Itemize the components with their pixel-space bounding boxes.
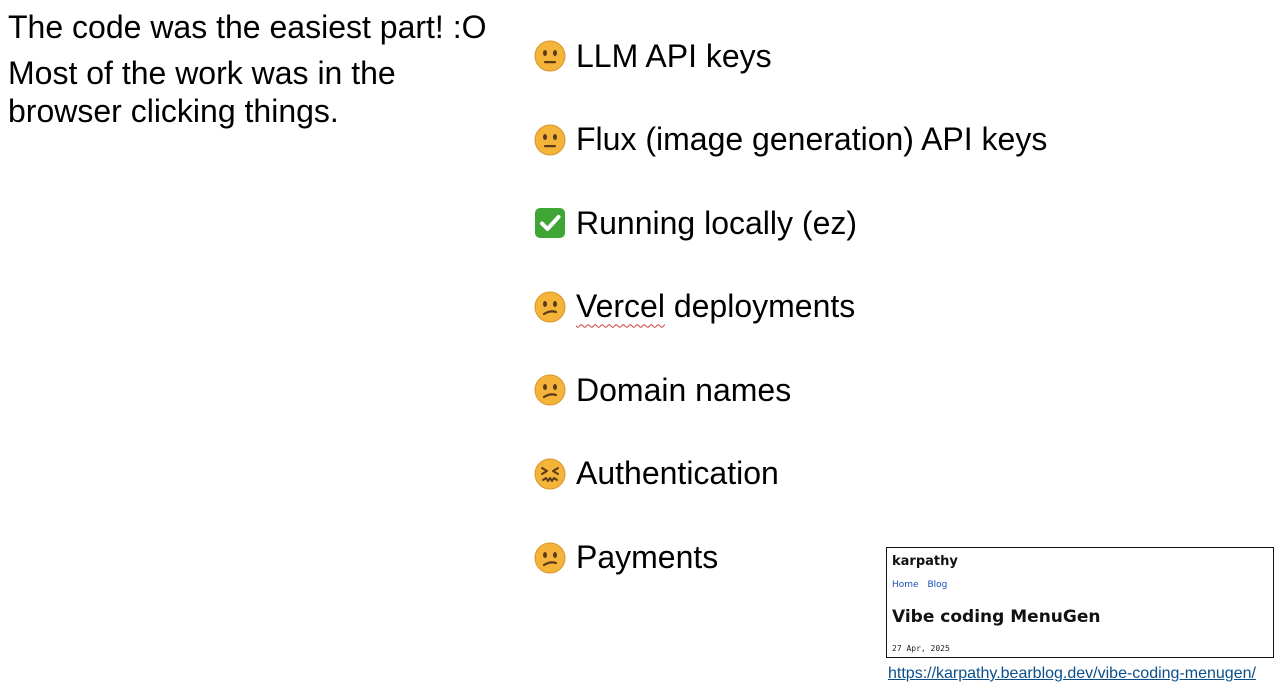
confused-face-icon [534,374,566,406]
slide-heading: The code was the easiest part! :O [8,9,487,45]
checklist-item-label: Payments [576,539,719,576]
blog-nav-home-link[interactable]: Home [892,580,919,590]
checklist-item-flux-api-keys: Flux (image generation) API keys [534,119,1047,161]
check-mark-button-icon [534,207,566,239]
checklist-item-label: Domain names [576,371,792,408]
checklist-item-llm-api-keys: LLM API keys [534,35,1047,77]
checklist-item-label-rest: deployments [664,288,856,325]
blog-site-name: karpathy [892,554,958,569]
blog-post-screenshot: karpathy Home Blog Vibe coding MenuGen 2… [886,547,1274,658]
spellcheck-flagged-word: Vercel [576,288,665,325]
blog-nav: Home Blog [892,580,953,590]
confounded-face-icon [534,458,566,490]
neutral-face-icon [534,40,566,72]
checklist-item-label: Vercel deployments [576,288,855,325]
confused-face-icon [534,542,566,574]
blog-nav-blog-link[interactable]: Blog [927,580,948,590]
checklist-item-label: LLM API keys [576,37,772,74]
source-url-link[interactable]: https://karpathy.bearblog.dev/vibe-codin… [888,665,1256,682]
checklist-item-vercel-deployments: Vercel deployments [534,286,1047,328]
blog-post-date: 27 Apr, 2025 [892,644,950,653]
setup-checklist: LLM API keys Flux (image generation) API… [534,35,1047,620]
checklist-item-payments: Payments [534,537,1047,579]
slide-body-text: Most of the work was in the browser clic… [8,55,396,129]
checklist-item-label: Running locally (ez) [576,204,858,241]
confused-face-icon [534,291,566,323]
checklist-item-authentication: Authentication [534,453,1047,495]
neutral-face-icon [534,124,566,156]
checklist-item-label: Flux (image generation) API keys [576,121,1048,158]
checklist-item-domain-names: Domain names [534,369,1047,411]
checklist-item-running-locally: Running locally (ez) [534,202,1047,244]
blog-post-title: Vibe coding MenuGen [892,607,1101,627]
checklist-item-label: Authentication [576,455,779,492]
